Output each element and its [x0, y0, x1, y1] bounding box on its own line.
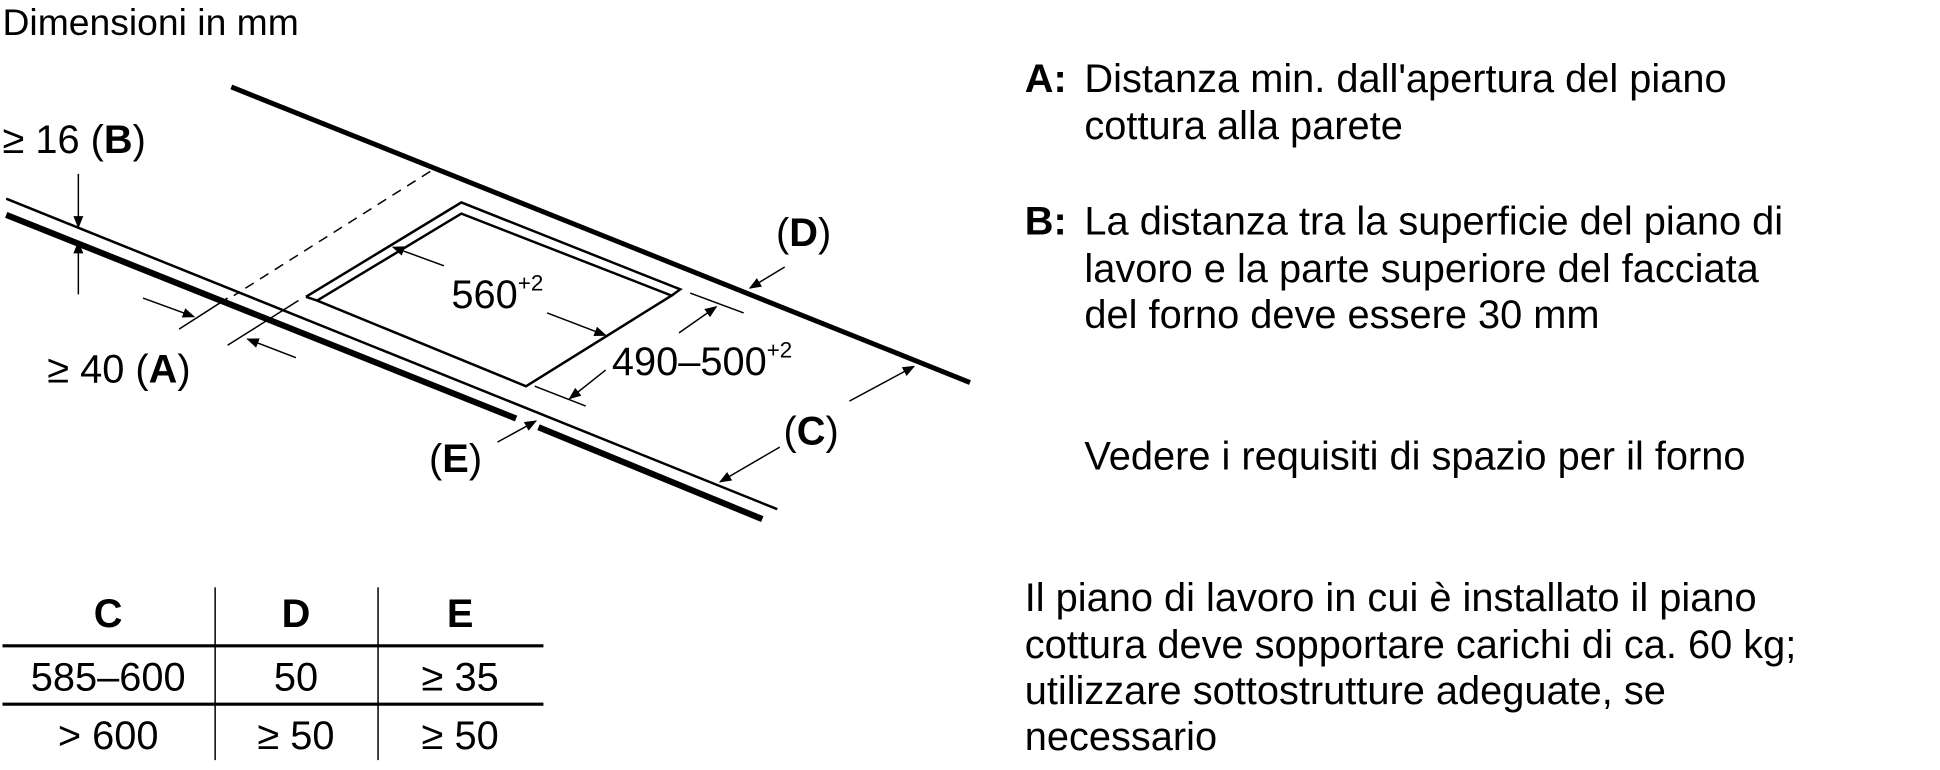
depth-arrow: [568, 369, 607, 400]
extension-line: [534, 385, 587, 407]
d-arrow: [748, 266, 786, 289]
note-a-key: A:: [1025, 57, 1067, 101]
dimensions-title: Dimensioni in mm: [2, 1, 298, 43]
extension-line: [178, 297, 228, 330]
worktop-front-edge: [5, 211, 518, 422]
table-cell: ≥ 50: [257, 714, 334, 758]
dimension-table: C D E 585–600 50 ≥ 35 > 600 ≥ 50 ≥ 50: [2, 587, 544, 761]
width-arrow: [391, 246, 445, 267]
wall-line: [230, 84, 971, 385]
label-c: (C): [783, 410, 838, 454]
table-header: E: [447, 592, 474, 636]
table-cell: ≥ 50: [422, 714, 499, 758]
note-load-line: Il piano di lavoro in cui è installato i…: [1025, 576, 1757, 620]
cutout: [305, 201, 683, 388]
width-dimension: 560+2: [451, 271, 543, 317]
table-cell: 585–600: [31, 656, 186, 700]
depth-dimension: 490–500+2: [612, 338, 792, 384]
cutout-projection-line: [233, 170, 431, 297]
label-b: ≥ 16 (B): [2, 118, 145, 162]
note-b-line: La distanza tra la superficie del piano …: [1084, 200, 1783, 244]
table-header: C: [94, 592, 123, 636]
note-load-line: utilizzare sottostrutture adeguate, se: [1025, 669, 1666, 713]
label-a: ≥ 40 (A): [47, 348, 190, 392]
e-arrow: [497, 420, 538, 443]
worktop-front-edge: [537, 424, 764, 523]
table-cell: > 600: [58, 714, 159, 758]
note-oven: Vedere i requisiti di spazio per il forn…: [1084, 434, 1745, 478]
c-arrow: [849, 365, 916, 402]
c-arrow: [718, 446, 781, 483]
table-header: D: [282, 592, 311, 636]
note-load-line: necessario: [1025, 715, 1217, 759]
note-a-line: Distanza min. dall'apertura del piano: [1084, 57, 1726, 101]
a-arrow: [142, 297, 196, 318]
extension-line: [227, 299, 299, 346]
extension-line: [689, 292, 744, 314]
note-b-line: del forno deve essere 30 mm: [1084, 293, 1599, 337]
label-e: (E): [429, 437, 482, 481]
a-arrow: [246, 338, 297, 359]
table-cell: ≥ 35: [422, 656, 499, 700]
note-b-key: B:: [1025, 200, 1067, 244]
width-arrow: [546, 312, 607, 337]
note-b-line: lavoro e la parte superiore del facciata: [1084, 247, 1759, 291]
worktop-top-edge: [5, 197, 778, 511]
note-load-line: cottura deve sopportare carichi di ca. 6…: [1025, 623, 1797, 667]
notes: A: Distanza min. dall'apertura del piano…: [1025, 57, 1797, 759]
label-d: (D): [776, 211, 831, 255]
table-cell: 50: [274, 656, 318, 700]
note-a-line: cottura alla parete: [1084, 104, 1402, 148]
depth-arrow: [678, 306, 718, 334]
